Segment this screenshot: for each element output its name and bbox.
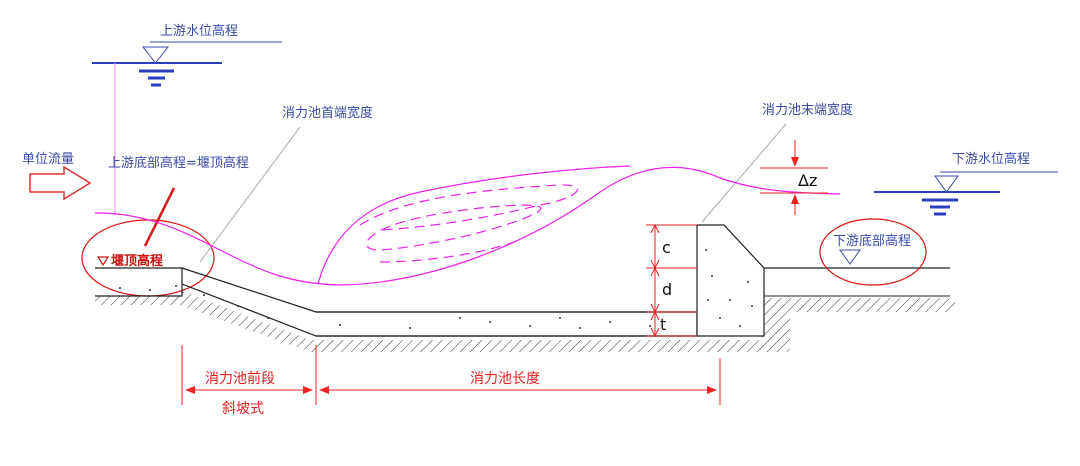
weir-top-elevation-label: 堰顶高程 xyxy=(111,253,163,269)
water-surface-group xyxy=(94,165,841,286)
channel-structure xyxy=(95,224,955,352)
downstream-water-level-icon xyxy=(922,175,959,216)
length-dimensions: 消力池前段 斜坡式 消力池长度 xyxy=(181,345,721,417)
elevation-marker-icon xyxy=(96,256,110,267)
dim-t-label: t xyxy=(660,315,666,334)
basin-outlet-width-label: 消力池末端宽度 xyxy=(762,102,853,118)
unit-discharge-group: 单位流量 上游底部高程=堰顶高程 xyxy=(22,152,249,201)
foundation-hatch xyxy=(95,291,955,352)
weir-top-pointer-line xyxy=(143,187,176,247)
delta-z-label: Δz xyxy=(798,171,817,190)
upstream-bottom-equals-weir-top-label: 上游底部高程=堰顶高程 xyxy=(108,155,249,171)
delta-z-dimension: Δz xyxy=(760,140,828,215)
dim-d-label: d xyxy=(662,280,672,299)
discharge-arrow-icon xyxy=(29,165,92,201)
downstream-bottom-annotation: 下游底部高程 xyxy=(819,218,927,286)
hydraulic-jump-outline xyxy=(317,165,631,285)
basin-inlet-width-group: 消力池首端宽度 xyxy=(199,105,373,263)
basin-outlet-leader-line xyxy=(701,123,787,223)
downstream-bottom-highlight-ellipse xyxy=(819,218,927,286)
flow-surface-profile xyxy=(94,166,841,286)
downstream-water-level-group: 下游水位高程 xyxy=(874,151,1058,216)
basin-inlet-leader-line xyxy=(199,126,301,263)
downstream-elevation-marker-icon xyxy=(839,249,861,265)
unit-discharge-label: 单位流量 xyxy=(22,152,74,167)
roller-eddy-2 xyxy=(365,204,542,251)
dim-c-label: c xyxy=(662,238,671,257)
downstream-water-level-label: 下游水位高程 xyxy=(952,151,1030,167)
upstream-water-level-group: 上游水位高程 xyxy=(92,23,282,215)
basin-front-section-label: 消力池前段 xyxy=(205,370,275,387)
sill-height-dimensions: c d t xyxy=(646,223,697,338)
downstream-bottom-elevation-label: 下游底部高程 xyxy=(833,233,911,249)
basin-outlet-width-group: 消力池末端宽度 xyxy=(701,102,853,223)
basin-inlet-width-label: 消力池首端宽度 xyxy=(282,105,373,121)
upstream-water-level-label: 上游水位高程 xyxy=(160,23,238,39)
concrete-aggregate xyxy=(119,249,753,329)
slope-type-label: 斜坡式 xyxy=(222,401,264,417)
end-sill xyxy=(696,224,765,337)
weir-top-annotation: 堰顶高程 xyxy=(81,187,215,297)
roller-eddy-1 xyxy=(359,184,579,231)
roller-eddy-3 xyxy=(379,239,521,263)
upstream-water-level-icon xyxy=(139,46,174,87)
basin-length-label: 消力池长度 xyxy=(470,371,540,387)
